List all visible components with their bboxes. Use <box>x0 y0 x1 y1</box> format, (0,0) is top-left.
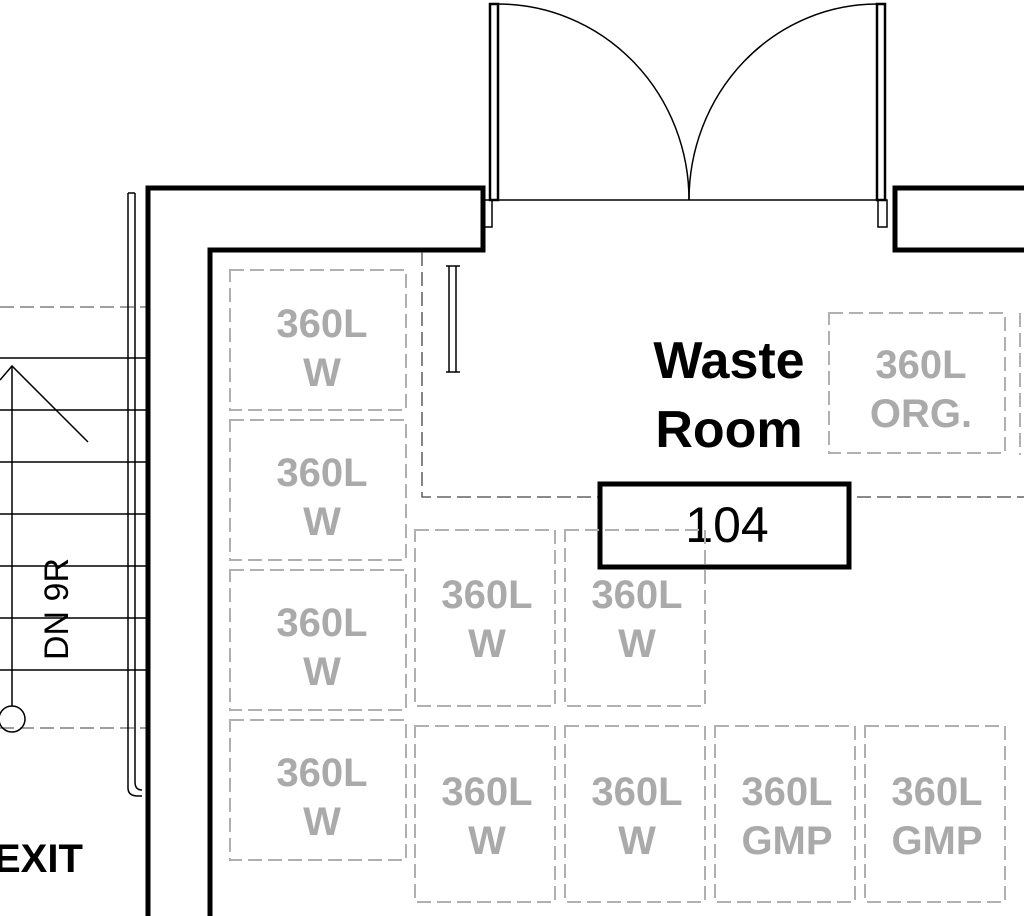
exit-label: EXIT <box>0 837 83 881</box>
room-number-box <box>597 481 852 570</box>
stair-handrail <box>127 192 143 797</box>
bin-2-size: 360L <box>276 451 367 495</box>
stair-direction-arrow <box>0 364 89 733</box>
bin-6-type: W <box>468 622 506 666</box>
bin-7-type: W <box>618 622 656 666</box>
room-walls <box>145 185 1024 916</box>
bin-8-type: W <box>468 819 506 863</box>
bin-3-size: 360L <box>276 601 367 645</box>
door-stop <box>446 265 460 373</box>
bin-9-type: W <box>618 819 656 863</box>
room-name-line2: Room <box>655 401 802 459</box>
bin-3-type: W <box>303 650 341 694</box>
bin-7-size: 360L <box>591 573 682 617</box>
bin-11: 360L GMP <box>864 725 1006 903</box>
bin-4-type: W <box>303 800 341 844</box>
bin-11-type: GMP <box>891 819 982 863</box>
room-number: 104 <box>685 497 768 553</box>
bin-6-size: 360L <box>441 573 532 617</box>
room-name-line1: Waste <box>653 332 804 390</box>
bin-10-type: GMP <box>741 819 832 863</box>
bin-10: 360L GMP <box>714 725 856 903</box>
stair-label: DN 9R <box>38 558 76 660</box>
bin-9: 360L W <box>564 725 706 903</box>
bin-11-size: 360L <box>891 770 982 814</box>
bin-2: 360L W <box>229 419 407 561</box>
room-tag: Waste Room 104 <box>597 332 852 570</box>
bin-4-size: 360L <box>276 751 367 795</box>
bin-5-size: 360L <box>875 343 966 387</box>
bin-4: 360L W <box>229 719 407 861</box>
bin-1-type: W <box>303 351 341 395</box>
bin-3: 360L W <box>229 569 407 711</box>
stair-treads <box>0 306 148 729</box>
bin-5: 360L ORG. <box>828 312 1006 454</box>
bin-6: 360L W <box>414 529 556 707</box>
bin-1: 360L W <box>229 269 407 411</box>
bin-10-size: 360L <box>741 770 832 814</box>
bin-9-size: 360L <box>591 770 682 814</box>
bin-7: 360L W <box>564 529 706 707</box>
bin-2-type: W <box>303 500 341 544</box>
bin-8-size: 360L <box>441 770 532 814</box>
bin-1-size: 360L <box>276 302 367 346</box>
bins-group: 360L W 360L W 360L W 360L W 360L ORG. 36… <box>229 269 1006 903</box>
bin-8: 360L W <box>414 725 556 903</box>
double-door <box>488 2 887 202</box>
bin-5-type: ORG. <box>870 392 972 436</box>
